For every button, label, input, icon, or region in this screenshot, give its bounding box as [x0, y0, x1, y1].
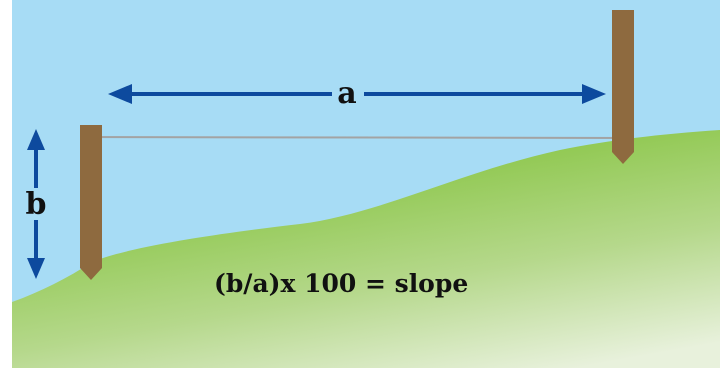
slope-formula: (b/a)x 100 = slope: [214, 269, 468, 298]
arrow-right-head-icon: [582, 84, 606, 104]
arrow-left-head-icon: [108, 84, 132, 104]
label-b: b: [26, 187, 47, 222]
arrow-up-head-icon: [27, 129, 45, 150]
label-a: a: [337, 76, 356, 111]
left-stake-icon: [80, 125, 102, 280]
grassy-hill: [12, 130, 720, 368]
arrow-down-head-icon: [27, 258, 45, 279]
horizontal-arrow-a: [108, 84, 606, 104]
level-string-line: [79, 136, 635, 139]
vertical-arrow-b: [27, 129, 45, 279]
right-stake-icon: [612, 10, 634, 164]
